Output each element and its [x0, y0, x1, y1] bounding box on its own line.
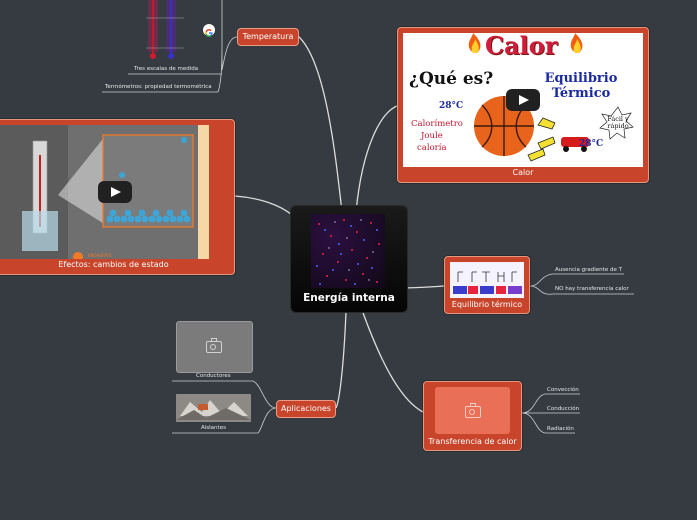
topic-aplicaciones[interactable]: Aplicaciones	[276, 400, 336, 418]
calor-label-calorimetro: Calorímetro	[411, 119, 463, 129]
subitem-no-transferencia[interactable]: NO hay transferencia calor	[555, 286, 629, 292]
subitem-tres-escalas[interactable]: Tres escalas de medida	[134, 66, 199, 72]
subitem-conductores[interactable]: Conductores	[196, 373, 231, 379]
calor-thumbnail-art	[468, 33, 634, 162]
calor-label-joule: Joule	[421, 131, 443, 141]
link-temp-sub	[217, 0, 238, 93]
topic-transferencia[interactable]: Transferencia de calor	[423, 381, 522, 451]
subitem-conduccion[interactable]: Conducción	[547, 406, 580, 412]
topic-calor-label: Calor	[512, 168, 534, 177]
topic-temperatura-label: Temperatura	[242, 32, 294, 41]
topic-calor[interactable]: Calor ¿Qué es? Equilibrio Térmico 28°C 2…	[397, 27, 649, 183]
calor-subtitle: Equilibrio Térmico	[544, 71, 618, 101]
efectos-thumbnail[interactable]: ENCHUFATE	[0, 125, 209, 259]
topic-aplicaciones-label: Aplicaciones	[281, 404, 331, 413]
camera-icon	[206, 338, 222, 353]
efectos-brand: ENCHUFATE	[88, 253, 112, 258]
calor-temp-right: 28°C	[579, 139, 604, 149]
link-efectos	[234, 195, 293, 216]
link-calor	[355, 104, 401, 213]
link-transferencia	[361, 309, 424, 413]
equilibrio-thumbnail[interactable]	[450, 262, 524, 298]
equilibrio-thumbnail-art	[450, 262, 524, 298]
calor-thumbnail[interactable]: Calor ¿Qué es? Equilibrio Térmico 28°C 2…	[403, 33, 643, 167]
central-image	[311, 214, 385, 288]
subitem-radiacion[interactable]: Radiación	[547, 426, 574, 432]
subitem-aislantes[interactable]: Aislantes	[201, 425, 226, 431]
thermometer-image	[140, 0, 190, 62]
topic-efectos[interactable]: ENCHUFATE Efectos: cambios de estado	[0, 119, 235, 275]
calor-temp-left: 28°C	[439, 101, 464, 111]
central-topic-label: Energía interna	[303, 292, 395, 304]
topic-transferencia-label: Transferencia de calor	[428, 437, 517, 446]
link-aplicaciones	[335, 311, 347, 409]
subitem-termometros[interactable]: Termómetros: propiedad termométrica	[105, 84, 212, 90]
google-icon[interactable]	[203, 24, 215, 37]
camera-icon	[465, 403, 481, 418]
conductores-image-placeholder[interactable]	[176, 321, 253, 373]
play-icon[interactable]	[506, 89, 540, 111]
link-temperatura	[297, 35, 343, 213]
central-topic[interactable]: Energía interna	[291, 206, 407, 312]
calor-question: ¿Qué es?	[409, 69, 494, 89]
play-icon[interactable]	[98, 181, 132, 203]
transferencia-image-placeholder[interactable]	[435, 387, 510, 434]
subitem-conveccion[interactable]: Convección	[547, 387, 579, 393]
topic-equilibrio-label: Equilibrio térmico	[451, 300, 523, 309]
aislantes-image[interactable]	[176, 394, 251, 422]
calor-label-caloria: caloría	[417, 143, 447, 153]
subitem-ausencia-gradiente[interactable]: Ausencia gradiente de T	[555, 267, 622, 273]
calor-badge: Fácil y rápido	[607, 115, 629, 130]
topic-temperatura[interactable]: Temperatura	[237, 28, 299, 46]
calor-title: Calor	[485, 33, 558, 60]
topic-equilibrio[interactable]: Equilibrio térmico	[444, 256, 530, 314]
topic-efectos-label: Efectos: cambios de estado	[58, 260, 169, 269]
